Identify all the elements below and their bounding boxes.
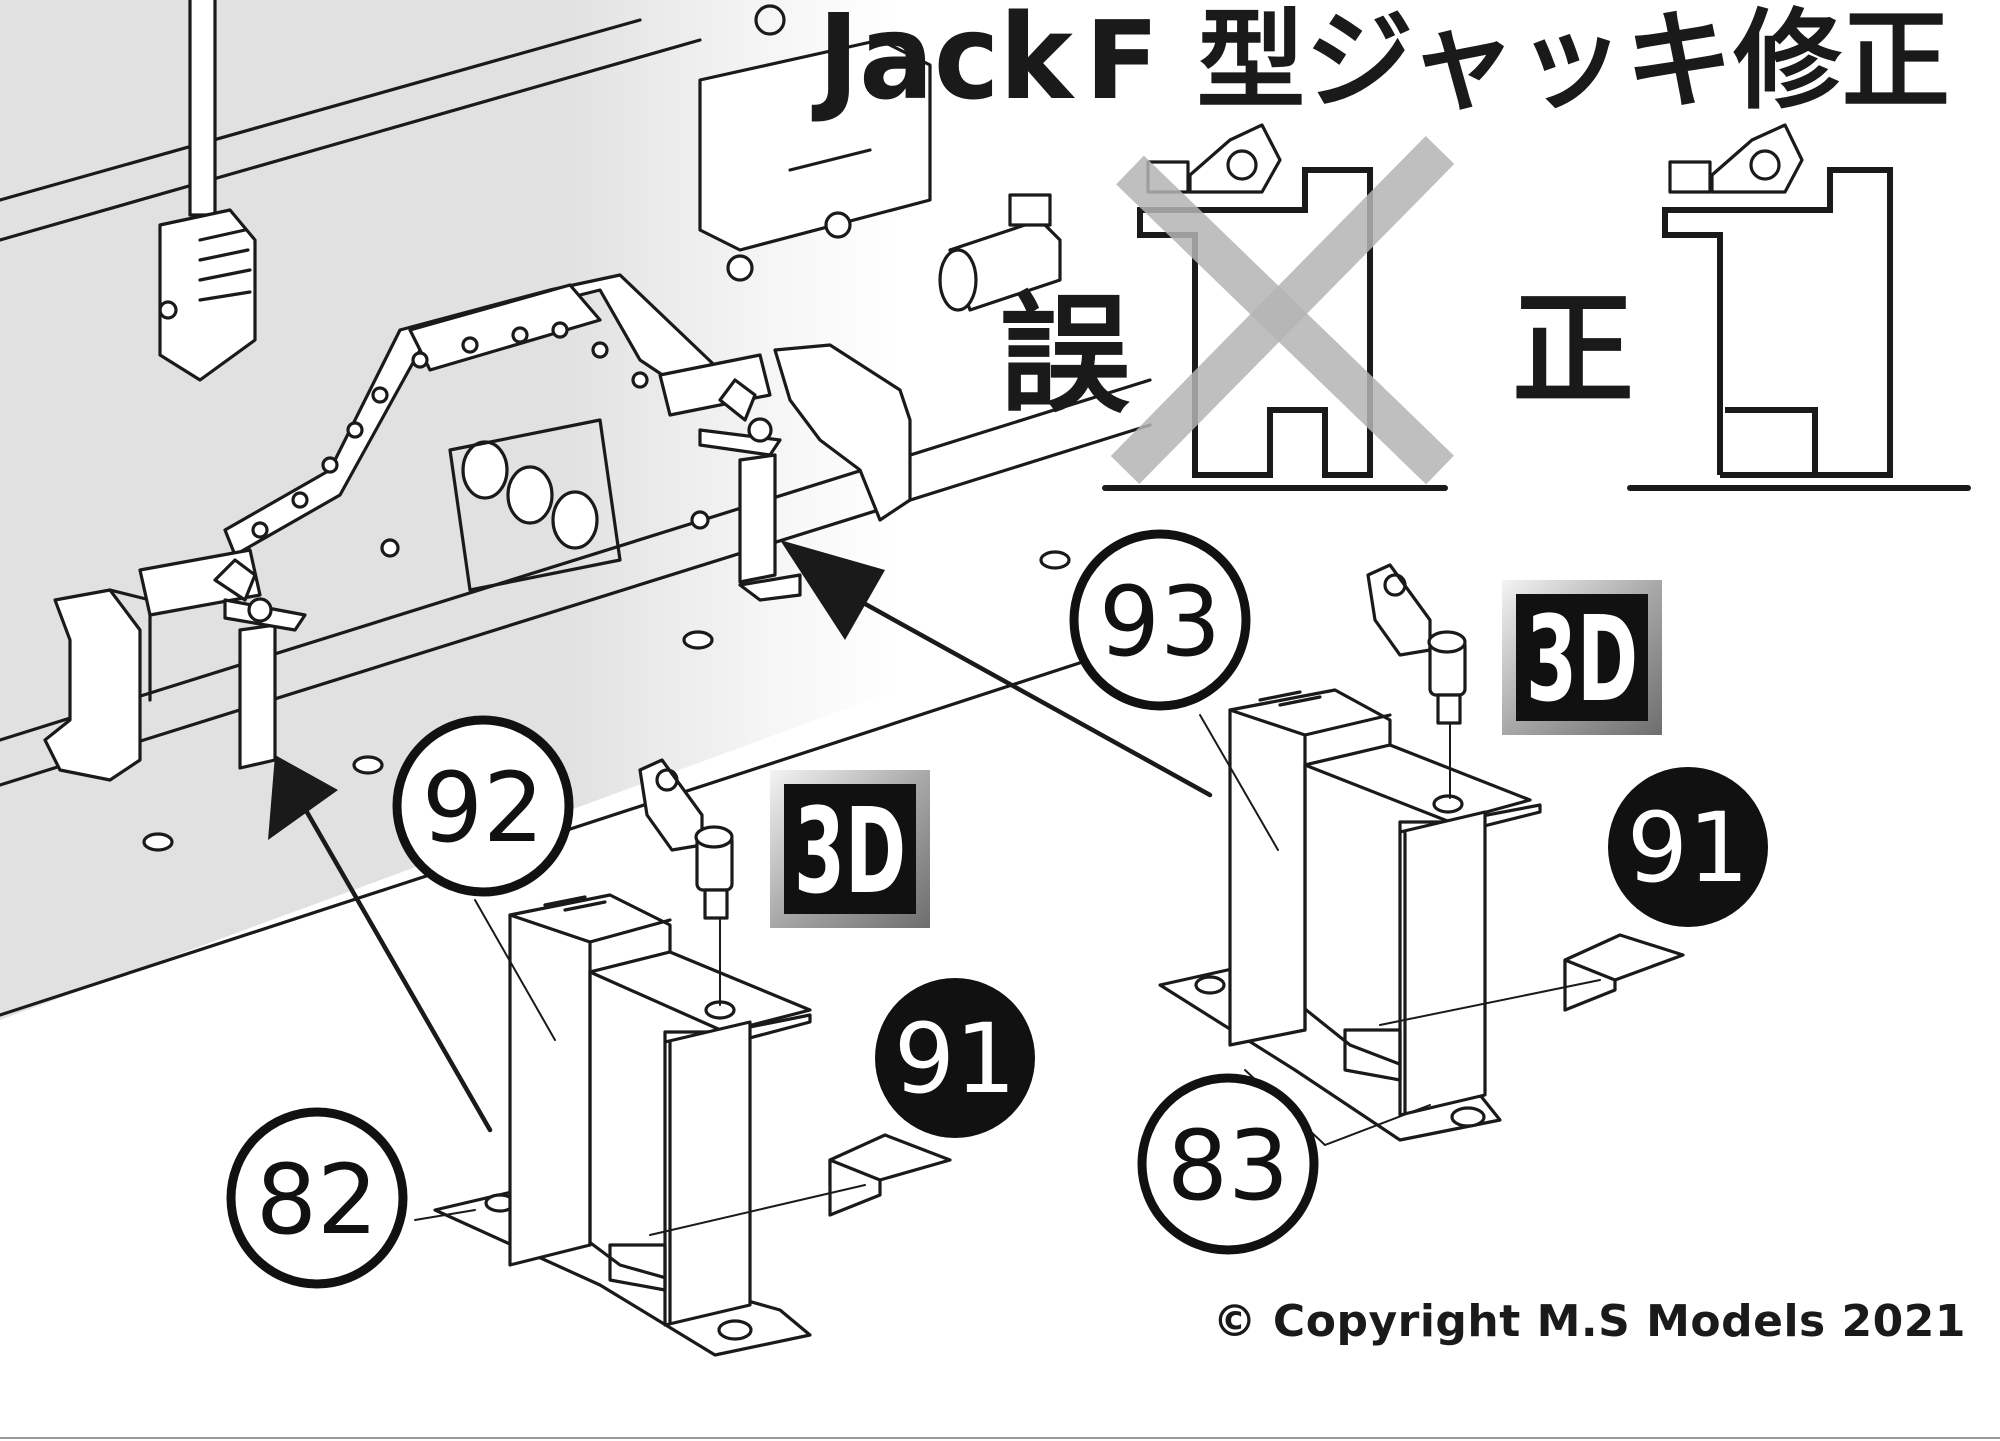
- page-title: Jack F 型ジャッキ修正: [811, 0, 1950, 126]
- comparison-wrong: 誤: [1000, 123, 1455, 491]
- badge-3d-bottom: 3D: [770, 770, 930, 928]
- title-latin: Jack: [811, 0, 1075, 126]
- callout-91-top: 91: [1608, 767, 1768, 927]
- locomotive-frame-illustration: [0, 0, 1250, 1020]
- wrong-label: 誤: [1000, 279, 1130, 431]
- callout-83: 83: [1137, 1073, 1319, 1255]
- badge-3d-bottom-text: 3D: [794, 782, 906, 920]
- callout-92-text: 92: [422, 752, 544, 864]
- title-japanese: F 型ジャッキ修正: [1085, 0, 1950, 124]
- comparison-correct: 正: [1512, 123, 1971, 491]
- callout-91-bottom: 91: [875, 978, 1035, 1138]
- badge-3d-top: 3D: [1502, 580, 1662, 735]
- correct-label: 正: [1512, 279, 1634, 421]
- jack-assembly-left: [414, 758, 952, 1357]
- callout-91-top-text: 91: [1627, 792, 1749, 904]
- callout-91-bottom-text: 91: [894, 1003, 1016, 1115]
- installation-arrow-left: [268, 755, 493, 1133]
- callout-93-text: 93: [1099, 566, 1221, 678]
- badge-3d-top-text: 3D: [1526, 590, 1638, 728]
- callout-92: 92: [392, 715, 574, 897]
- callout-83-text: 83: [1167, 1110, 1289, 1222]
- wrong-cross-mark: [1110, 135, 1455, 485]
- page-bottom-rule: [0, 1437, 2000, 1439]
- callout-82: 82: [226, 1107, 408, 1289]
- copyright-notice: © Copyright M.S Models 2021: [1212, 1296, 1966, 1347]
- jack-assembly-right: [1158, 563, 1685, 1146]
- callout-93: 93: [1069, 529, 1251, 711]
- installation-arrow-right: [780, 540, 1213, 798]
- callout-82-text: 82: [256, 1144, 378, 1256]
